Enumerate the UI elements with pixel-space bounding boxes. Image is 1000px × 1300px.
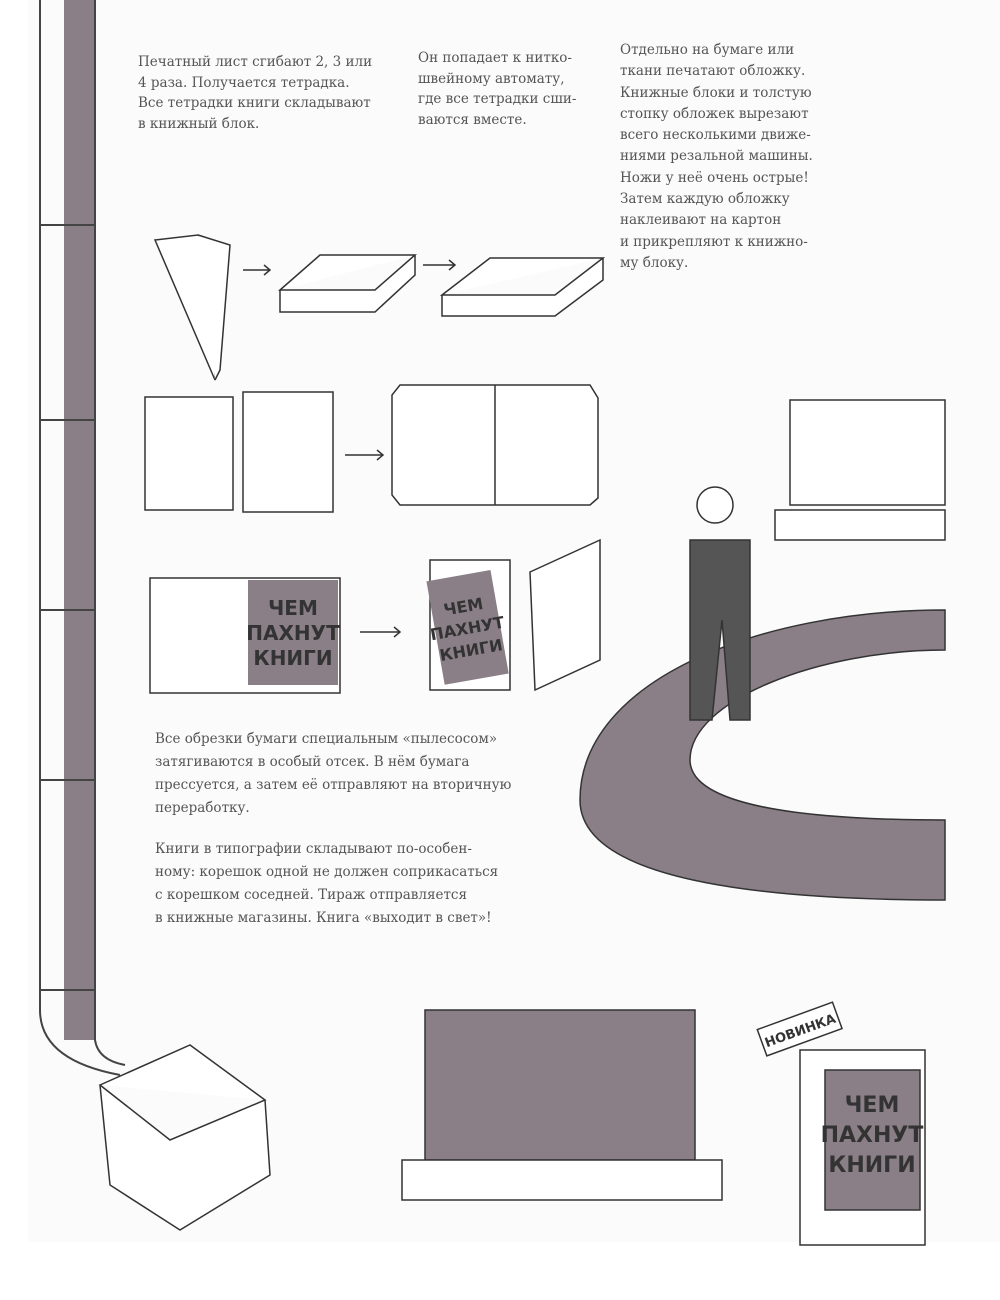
conveyor-belt xyxy=(579,609,946,901)
sewn-block xyxy=(439,257,606,317)
step-shipping-text: Книги в типографии складывают по-особен-… xyxy=(155,841,499,926)
finished-book xyxy=(529,538,601,692)
svg-text:ЧЕМ: ЧЕМ xyxy=(268,596,318,620)
cover-sheet-1 xyxy=(144,396,234,511)
svg-text:ПАХНУТ: ПАХНУТ xyxy=(246,621,340,645)
svg-text:ПАХНУТ: ПАХНУТ xyxy=(821,1123,924,1148)
worker xyxy=(689,486,751,721)
svg-text:КНИГИ: КНИГИ xyxy=(253,646,332,670)
scrap-bin xyxy=(98,1044,271,1231)
book-block-stack xyxy=(278,254,417,313)
svg-text:ЧЕМ: ЧЕМ xyxy=(845,1093,900,1118)
step-sewing-text: Он попадает к нитко-швейному автомату,гд… xyxy=(418,50,577,128)
svg-text:КНИГИ: КНИГИ xyxy=(828,1153,915,1178)
book-stacks xyxy=(424,1009,696,1161)
step-recycling-text: Все обрезки бумаги специальным «пылесосо… xyxy=(155,731,512,816)
arrow-icons xyxy=(243,259,457,638)
vacuum-pipe xyxy=(39,0,126,1076)
book-cover-title-1: ЧЕМ ПАХНУТ КНИГИ xyxy=(246,596,340,670)
new-sign xyxy=(756,1001,843,1057)
paper-pallet xyxy=(774,399,946,541)
cover-sheet-2 xyxy=(242,391,334,513)
cover-board xyxy=(391,384,599,506)
book-cover-title-3: ЧЕМ ПАХНУТ КНИГИ xyxy=(821,1093,924,1178)
